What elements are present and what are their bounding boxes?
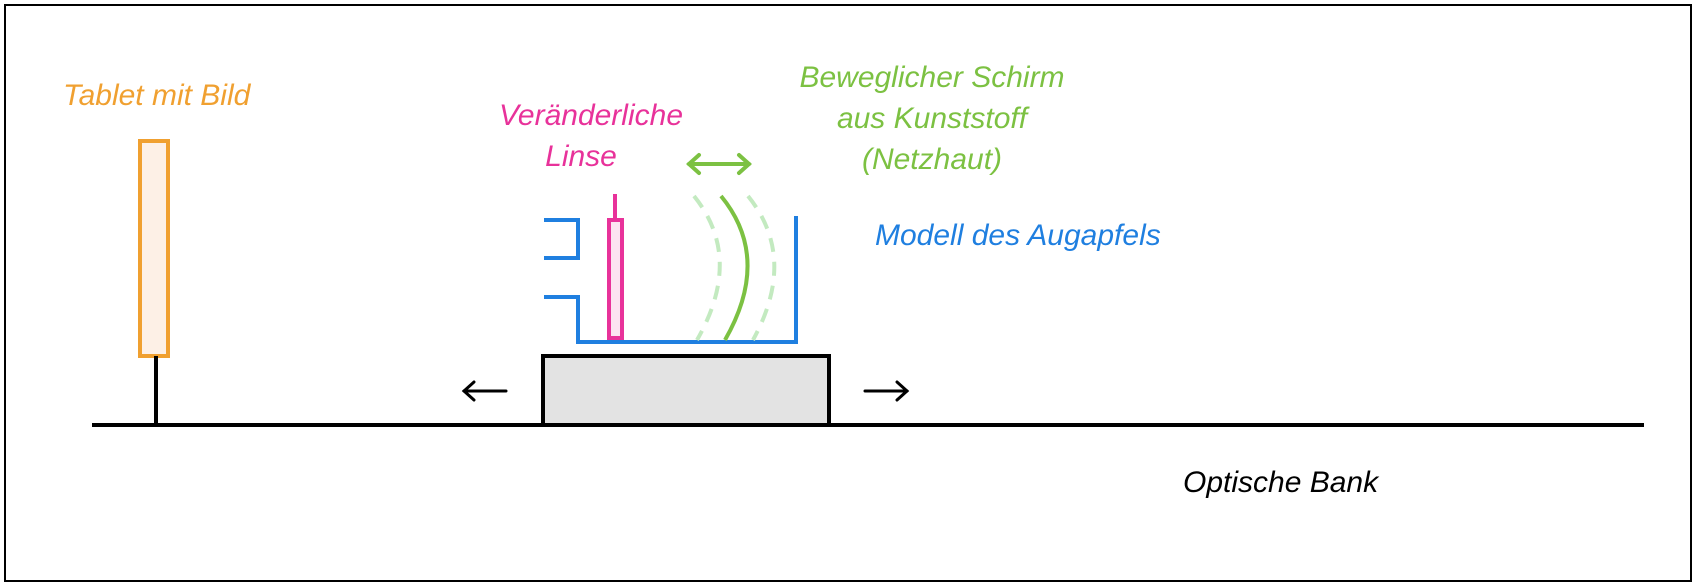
label-eye-model: Modell des Augapfels [875, 219, 1161, 252]
carriage-block [541, 354, 831, 427]
label-screen-line3: (Netzhaut) [862, 143, 1002, 176]
screen-ghost-right [746, 194, 777, 341]
label-lens-line1: Veränderliche [499, 99, 683, 132]
label-screen-line2: aus Kunststoff [837, 102, 1030, 135]
tablet-screen [138, 139, 170, 358]
label-optical-bench: Optische Bank [1183, 466, 1380, 499]
retina-screen [719, 194, 750, 341]
eyeball-model-outline [544, 216, 798, 344]
arrow-right-icon [863, 380, 910, 402]
label-lens-line2: Linse [545, 140, 617, 173]
label-tablet: Tablet mit Bild [63, 79, 252, 112]
label-screen-line1: Beweglicher Schirm [799, 61, 1064, 94]
screen-ghost-left [692, 194, 722, 341]
arrow-left-icon [461, 380, 508, 402]
double-arrow-icon [686, 153, 752, 175]
diagram-frame [4, 4, 1692, 582]
lens-body [607, 218, 624, 340]
